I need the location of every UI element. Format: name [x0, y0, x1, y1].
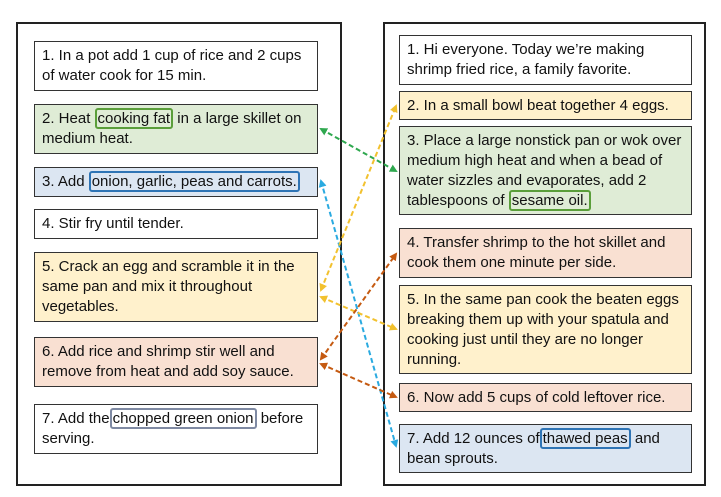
right-step-1-text: 1. Hi everyone. Today we’re making shrim…: [407, 41, 645, 78]
left-step-1-text: 1. In a pot add 1 cup of rice and 2 cups…: [42, 47, 302, 84]
right-step-6: 6. Now add 5 cups of cold leftover rice.: [399, 383, 692, 412]
left-step-3: 3. Add onion, garlic, peas and carrots.: [34, 167, 318, 197]
right-step-2: 2. In a small bowl beat together 4 eggs.: [399, 91, 692, 120]
right-step-2-text: 2. In a small bowl beat together 4 eggs.: [407, 97, 669, 114]
left-step-1: 1. In a pot add 1 cup of rice and 2 cups…: [34, 41, 318, 91]
right-step-4: 4. Transfer shrimp to the hot skillet an…: [399, 228, 692, 278]
left-step-3-text: 3. Add: [42, 173, 89, 190]
left-step-7-text-end: before serving.: [42, 410, 304, 447]
right-step-5: 5. In the same pan cook the beaten eggs …: [399, 285, 692, 374]
right-step-3: 3. Place a large nonstick pan or wok ove…: [399, 126, 692, 215]
right-step-7-text-end: and bean sprouts.: [407, 430, 660, 467]
left-step-2-text: 2. Heat: [42, 110, 95, 127]
left-step-6-text: 6. Add rice and shrimp stir well and rem…: [42, 343, 294, 380]
left-step-5-text: 5. Crack an egg and scramble it in the s…: [42, 258, 295, 315]
right-step-1: 1. Hi everyone. Today we’re making shrim…: [399, 35, 692, 85]
left-step-4: 4. Stir fry until tender.: [34, 209, 318, 239]
left-step-6: 6. Add rice and shrimp stir well and rem…: [34, 337, 318, 387]
right-step-4-text: 4. Transfer shrimp to the hot skillet an…: [407, 234, 666, 271]
highlight-vegetables: onion, garlic, peas and carrots.: [88, 171, 300, 192]
left-step-2-text-end: in a large skillet on medium heat.: [42, 110, 302, 147]
highlight-cooking-fat: cooking fat: [94, 108, 174, 129]
right-step-7-text: 7. Add 12 ounces of: [407, 430, 540, 447]
highlight-sesame-oil: sesame oil.: [508, 190, 591, 211]
right-step-3-text: 3. Place a large nonstick pan or wok ove…: [407, 132, 682, 209]
right-step-6-text: 6. Now add 5 cups of cold leftover rice.: [407, 389, 666, 406]
left-step-2: 2. Heat cooking fat in a large skillet o…: [34, 104, 318, 154]
left-step-4-text: 4. Stir fry until tender.: [42, 215, 184, 232]
highlight-thawed-peas: thawed peas: [539, 428, 631, 449]
highlight-green-onion: chopped green onion: [109, 408, 257, 429]
left-step-5: 5. Crack an egg and scramble it in the s…: [34, 252, 318, 322]
left-step-7-text: 7. Add the: [42, 410, 110, 427]
right-step-5-text: 5. In the same pan cook the beaten eggs …: [407, 291, 679, 368]
